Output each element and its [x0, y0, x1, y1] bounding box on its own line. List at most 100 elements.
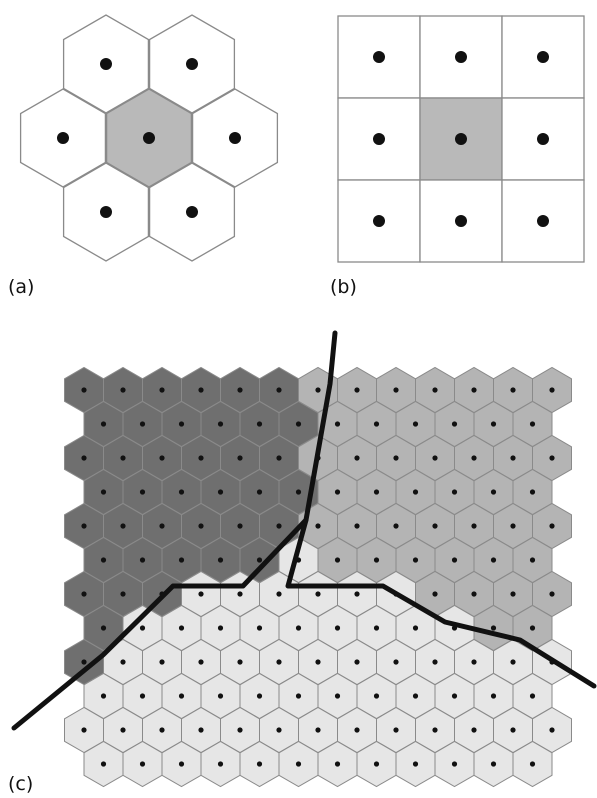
node-dot	[100, 761, 107, 767]
node-dot	[510, 523, 516, 529]
node-dot	[81, 727, 87, 733]
node-dot	[510, 659, 516, 665]
node-dot	[178, 421, 185, 427]
node-dot	[217, 557, 224, 563]
node-dot	[529, 489, 536, 495]
node-dot	[510, 591, 516, 597]
node-dot	[276, 523, 282, 529]
node-dot	[198, 523, 204, 529]
node-dot	[81, 455, 87, 461]
node-dot	[217, 761, 224, 767]
node-dot	[315, 591, 321, 597]
node-dot	[373, 557, 380, 563]
node-dot	[432, 659, 438, 665]
node-dot	[217, 625, 224, 631]
node-dot	[100, 557, 107, 563]
node-dot	[100, 693, 107, 699]
node-dot	[373, 133, 385, 145]
node-dot	[393, 387, 399, 393]
node-dot	[490, 625, 497, 631]
node-dot	[237, 523, 243, 529]
node-dot	[217, 421, 224, 427]
node-dot	[276, 455, 282, 461]
node-dot	[334, 693, 341, 699]
node-dot	[315, 727, 321, 733]
node-dot	[237, 387, 243, 393]
node-dot	[373, 693, 380, 699]
node-dot	[393, 455, 399, 461]
node-dot	[412, 761, 419, 767]
node-dot	[549, 455, 555, 461]
node-dot	[178, 693, 185, 699]
node-dot	[256, 557, 263, 563]
region-boundaries	[11, 330, 597, 731]
node-dot	[537, 215, 549, 227]
node-dot	[529, 625, 536, 631]
node-dot	[217, 693, 224, 699]
node-dot	[276, 727, 282, 733]
node-dot	[276, 387, 282, 393]
node-dot	[451, 557, 458, 563]
node-dot	[432, 523, 438, 529]
node-dot	[81, 659, 87, 665]
node-dot	[432, 591, 438, 597]
node-dot	[81, 523, 87, 529]
boundary-line-light-region	[285, 517, 597, 689]
hexagonal-map-panel	[11, 330, 597, 788]
node-dot	[217, 489, 224, 495]
node-dot	[139, 625, 146, 631]
square-neighborhood-panel	[337, 15, 585, 263]
node-dot	[256, 761, 263, 767]
node-dot	[139, 761, 146, 767]
node-dot	[393, 659, 399, 665]
node-dot	[81, 387, 87, 393]
node-dot	[159, 387, 165, 393]
node-dot	[198, 455, 204, 461]
node-dot	[471, 523, 477, 529]
node-dot	[354, 591, 360, 597]
node-dot	[120, 727, 126, 733]
node-dot	[139, 489, 146, 495]
node-dot	[451, 761, 458, 767]
node-dot	[510, 387, 516, 393]
node-dot	[198, 387, 204, 393]
node-dot	[549, 523, 555, 529]
node-dot	[537, 51, 549, 63]
node-dot	[198, 727, 204, 733]
node-dot	[256, 421, 263, 427]
node-dot	[334, 489, 341, 495]
node-dot	[455, 215, 467, 227]
node-dot	[412, 421, 419, 427]
node-dot	[490, 489, 497, 495]
node-dot	[432, 727, 438, 733]
node-dot	[373, 625, 380, 631]
node-dot	[198, 659, 204, 665]
panel-c-label: (c)	[8, 773, 33, 795]
node-dot	[139, 693, 146, 699]
node-dot	[100, 625, 107, 631]
node-dot	[57, 132, 69, 144]
node-dot	[490, 761, 497, 767]
boundary-line-dark-region	[11, 330, 338, 731]
hex-grid	[64, 366, 572, 788]
node-dot	[229, 132, 241, 144]
node-dot	[100, 58, 112, 70]
node-dot	[373, 215, 385, 227]
node-dot	[120, 591, 126, 597]
node-dot	[178, 489, 185, 495]
node-dot	[178, 761, 185, 767]
panel-a-label: (a)	[8, 276, 34, 298]
node-dot	[186, 206, 198, 218]
node-dot	[412, 693, 419, 699]
node-dot	[471, 659, 477, 665]
node-dot	[159, 523, 165, 529]
node-dot	[186, 58, 198, 70]
node-dot	[529, 693, 536, 699]
node-dot	[100, 206, 112, 218]
node-dot	[373, 421, 380, 427]
node-dot	[120, 659, 126, 665]
node-dot	[432, 455, 438, 461]
node-dot	[159, 727, 165, 733]
hexagonal-neighborhood-panel	[19, 14, 279, 262]
